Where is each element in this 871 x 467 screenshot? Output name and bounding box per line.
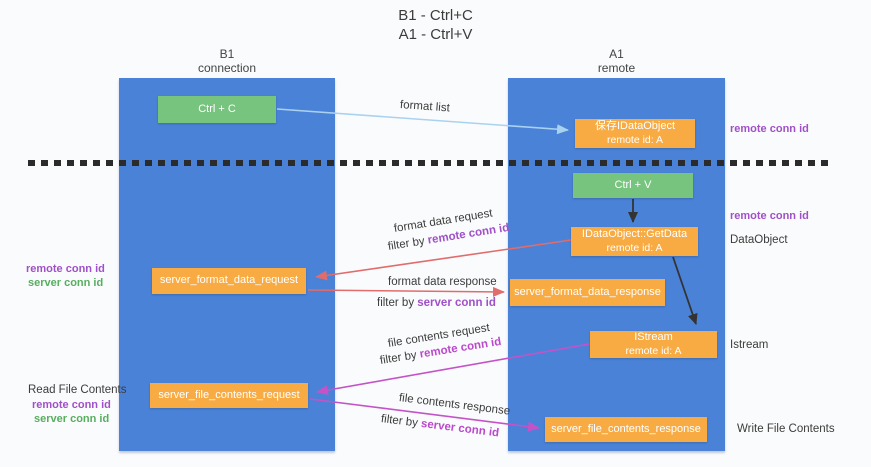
column-header-b1: B1 connection	[119, 47, 335, 75]
node-server-file-contents-request: server_file_contents_request	[150, 383, 308, 408]
istream-label: Istream	[730, 339, 769, 351]
title-line-2: A1 - Ctrl+V	[398, 26, 473, 43]
node-server-file-contents-response-label: server_file_contents_response	[551, 422, 701, 435]
column-header-a1: A1 remote	[508, 47, 725, 75]
format-data-response-label: format data response	[388, 276, 497, 288]
node-save-idataobject-line2: remote id: A	[606, 133, 664, 146]
file-contents-request-arrow	[316, 343, 590, 396]
dashed-divider	[28, 160, 833, 166]
node-server-format-data-request-label: server_format_data_request	[159, 274, 299, 287]
node-server-file-contents-response: server_file_contents_response	[545, 417, 707, 442]
file-contents-response-arrow	[309, 398, 540, 432]
right-remote-conn-id-top-label: remote conn id	[730, 123, 809, 135]
node-istream-line2: remote id: A	[625, 344, 682, 357]
right-remote-conn-id-mid-label: remote conn id	[730, 210, 809, 222]
node-server-format-data-response-label: server_format_data_response	[514, 285, 661, 298]
left-remote-conn-id-top-label: remote conn id	[26, 263, 105, 275]
format-data-response-arrow	[307, 286, 505, 297]
left-remote-conn-id-bottom-label: remote conn id	[32, 399, 111, 411]
server-conn-id-highlight: server conn id	[417, 297, 496, 309]
node-server-file-contents-request-label: server_file_contents_request	[158, 388, 300, 401]
node-idataobject-getdata-line1: IDataObject::GetData	[581, 228, 688, 241]
page-title: B1 - Ctrl+C A1 - Ctrl+V	[0, 6, 871, 44]
node-idataobject-getdata-line2: remote id: A	[606, 241, 663, 254]
format-list-arrow	[276, 108, 569, 135]
node-server-format-data-response: server_format_data_response	[510, 279, 665, 306]
node-idataobject-getdata: IDataObject::GetData remote id: A	[571, 227, 698, 256]
column-b1-name: B1	[219, 47, 235, 61]
format-data-response-filter-label: filter by server conn id	[377, 297, 496, 309]
read-file-contents-label: Read File Contents	[28, 384, 127, 396]
node-server-format-data-request: server_format_data_request	[152, 268, 306, 294]
node-ctrl-c: Ctrl + C	[158, 96, 276, 123]
node-save-idataobject-line1: 保存IDataObject	[594, 120, 676, 133]
left-server-conn-id-bottom-label: server conn id	[34, 413, 110, 425]
node-ctrl-v: Ctrl + V	[573, 173, 693, 198]
title-line-1: B1 - Ctrl+C	[398, 7, 473, 24]
format-data-request-arrow	[315, 239, 572, 281]
node-istream: IStream remote id: A	[590, 331, 717, 358]
column-a1-name: A1	[609, 47, 624, 61]
node-ctrl-c-label: Ctrl + C	[198, 102, 236, 115]
getdata-to-istream-arrow	[672, 256, 698, 325]
write-file-contents-label: Write File Contents	[737, 423, 835, 435]
node-istream-line1: IStream	[634, 331, 673, 344]
dataobject-label: DataObject	[730, 234, 788, 246]
column-b1-subtitle: connection	[197, 61, 257, 75]
column-a1-subtitle: remote	[597, 61, 636, 75]
node-save-idataobject: 保存IDataObject remote id: A	[575, 119, 695, 148]
node-ctrl-v-label: Ctrl + V	[614, 178, 652, 191]
left-server-conn-id-top-label: server conn id	[28, 277, 104, 289]
filter-by-text: filter by	[377, 297, 418, 309]
